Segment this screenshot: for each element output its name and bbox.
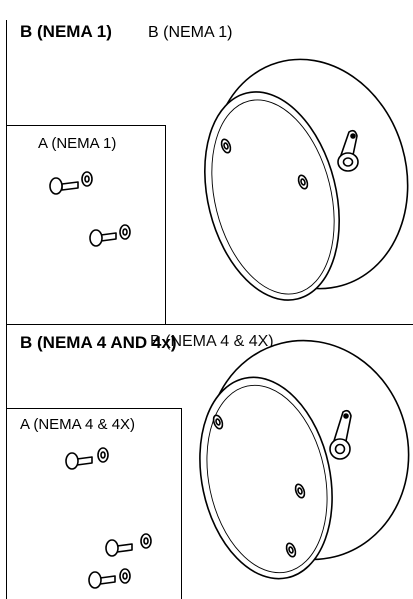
washer-icon	[119, 224, 131, 240]
washer-icon	[119, 568, 131, 584]
washer-icon	[81, 171, 93, 187]
ground-lug-icon	[329, 409, 352, 460]
washer-icon	[140, 533, 152, 549]
nema4-panel	[6, 324, 413, 599]
nema4-b-title-bold: B (NEMA 4 AND 4x)	[20, 333, 177, 352]
enclosure-cover-icon	[199, 339, 410, 580]
screw-icon	[49, 177, 79, 195]
screw-icon	[88, 571, 116, 589]
nema1-a-subpanel	[6, 125, 166, 324]
nema1-b-title: B (NEMA 1)	[148, 24, 233, 41]
nema4-b-title: B (NEMA 4 & 4X)	[150, 333, 274, 350]
nema4-a-label: A (NEMA 4 & 4X)	[20, 416, 136, 433]
screw-icon	[65, 452, 93, 470]
enclosure-cover-icon	[204, 58, 409, 301]
washer-icon	[97, 447, 109, 463]
nema1-b-title-bold: B (NEMA 1)	[20, 22, 112, 41]
nema4-a-subpanel	[6, 408, 182, 599]
screw-icon	[89, 229, 117, 247]
screw-icon	[105, 539, 133, 557]
nema1-panel	[6, 20, 413, 324]
ground-lug-icon	[337, 129, 359, 172]
nema1-a-label: A (NEMA 1)	[38, 135, 117, 152]
